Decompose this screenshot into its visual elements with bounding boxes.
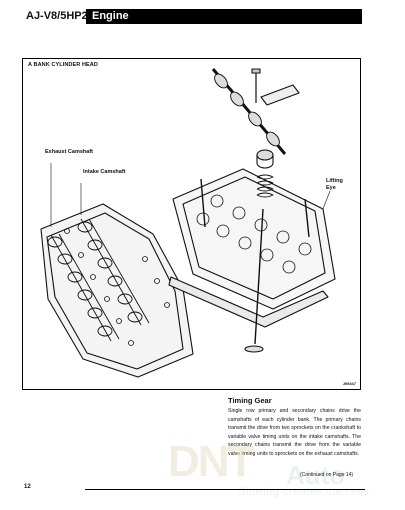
body-paragraph: Single row primary and secondary chains …: [228, 408, 361, 457]
exhaust-camshaft-label: Exhaust Camshaft: [45, 149, 93, 155]
intake-camshaft-label: Intake Camshaft: [83, 169, 126, 175]
page-number: 12: [24, 484, 31, 490]
section-heading: Timing Gear: [228, 396, 272, 405]
watermark: DNT Auto Sharing creates success: [168, 440, 398, 502]
model-title: AJ-V8/5HP24: [26, 10, 94, 22]
watermark-tagline: Sharing creates success: [238, 486, 370, 498]
engine-illustration: [40, 68, 336, 378]
lifting-eye-label: Lifting Eye: [326, 178, 343, 191]
watermark-logo: DNT: [168, 437, 254, 486]
watermark-auto: Auto: [286, 460, 346, 490]
cylinder-head-figure: A BANK CYLINDER HEAD: [22, 58, 361, 390]
figure-code: J09447: [342, 381, 356, 386]
figure-title: A BANK CYLINDER HEAD: [28, 62, 98, 68]
continued-note: (Continued on Page 14): [300, 472, 354, 478]
article: Timing Gear Single row primary and secon…: [228, 396, 361, 459]
section-title: Engine: [86, 9, 362, 24]
footer-rule: [85, 489, 365, 490]
page-header: AJ-V8/5HP24 Engine: [26, 9, 362, 24]
